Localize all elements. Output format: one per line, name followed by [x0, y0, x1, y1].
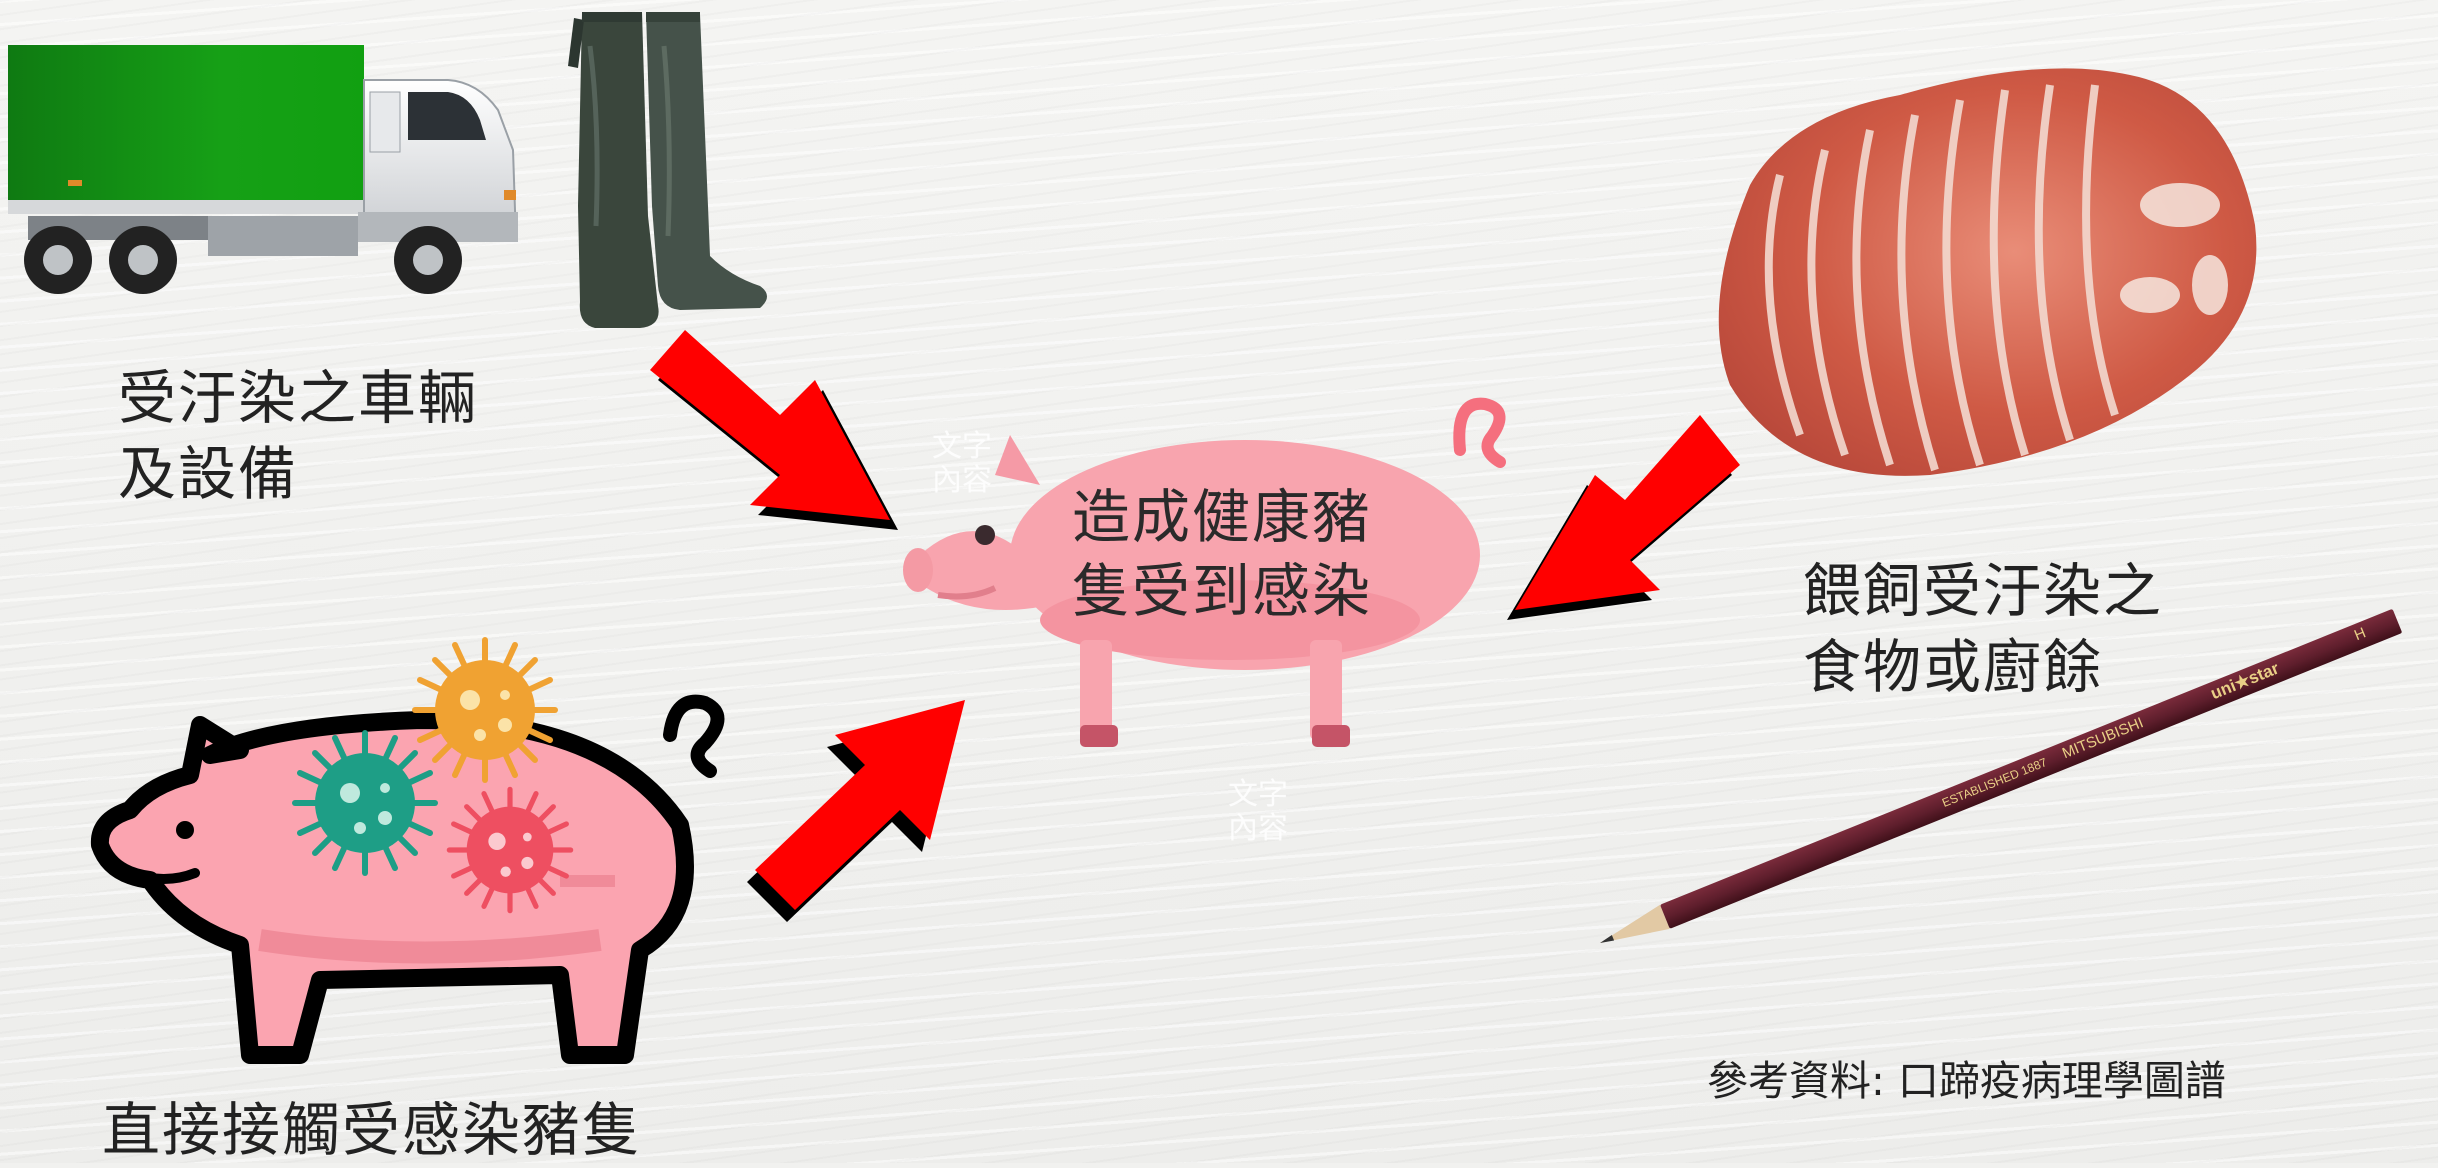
arrow-vehicles-to-pig — [650, 330, 898, 530]
healthy-pig-illustration — [903, 397, 1506, 747]
reference-note: 參考資料: 口蹄疫病理學圖譜 — [1707, 1057, 2226, 1105]
arrow-food-to-pig — [1507, 415, 1740, 620]
pencil-grade-text: H — [2351, 624, 2369, 645]
label-contaminated-food: 餵飼受汙染之 食物或廚餘 — [1803, 557, 2164, 701]
arrow-contact-to-pig — [747, 700, 965, 922]
rubber-boots-image — [568, 12, 767, 328]
placeholder-text-a: 文字 內容 — [932, 429, 992, 498]
sliced-pork-image — [1718, 68, 2257, 476]
virus-red-icon — [446, 786, 574, 914]
label-direct-contact: 直接接觸受感染豬隻 — [102, 1096, 643, 1164]
label-center-outcome: 造成健康豬 隻受到感染 — [1072, 483, 1373, 625]
label-vehicles-equipment: 受汙染之車輛 及設備 — [118, 364, 479, 508]
placeholder-text-b: 文字 內容 — [1228, 777, 1288, 846]
infected-pig-illustration — [90, 694, 725, 1064]
truck-image — [8, 45, 518, 294]
virus-teal-icon — [292, 730, 438, 876]
virus-orange-icon — [412, 637, 558, 783]
